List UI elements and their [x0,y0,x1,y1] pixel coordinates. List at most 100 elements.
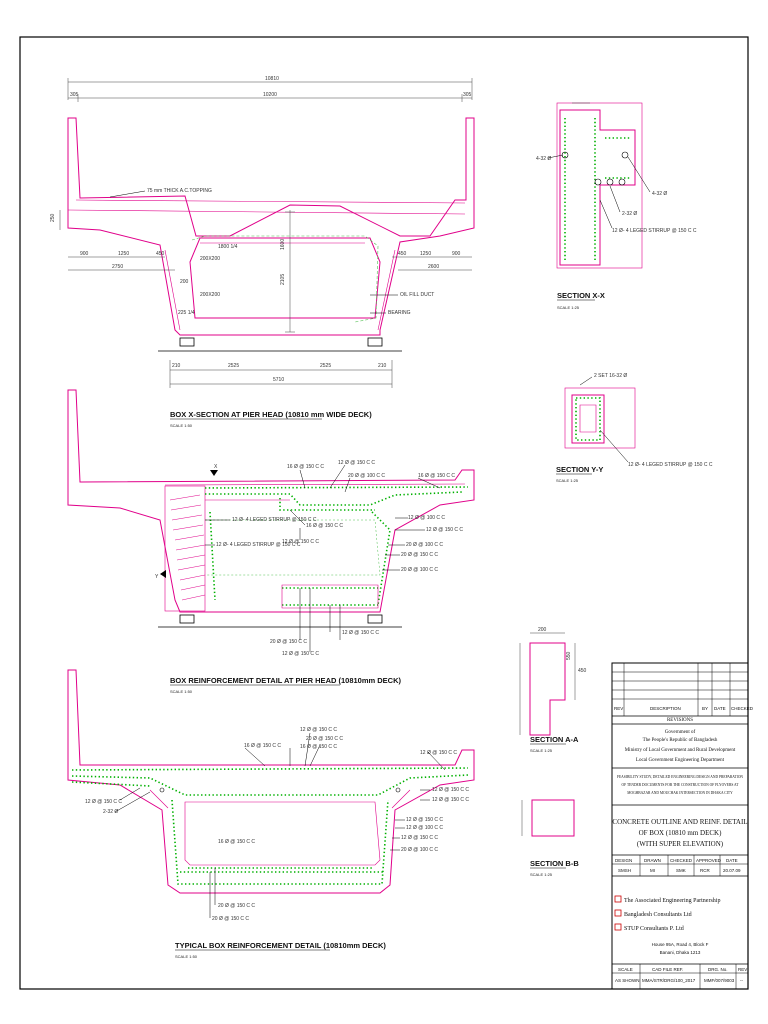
svg-text:200X200: 200X200 [200,292,220,298]
svg-text:MMA/STR/DRG/100_2017: MMA/STR/DRG/100_2017 [642,978,696,983]
svg-text:--: -- [740,978,743,983]
title-block [611,662,749,990]
section-yy-drawing [564,376,636,463]
consultant-3: STUP Consultants P. Ltd [624,926,684,932]
sheet-border [19,36,749,990]
svg-text:MI: MI [650,868,655,873]
svg-text:12 Ø- 4 LEGED STIRRUP @ 150 C: 12 Ø- 4 LEGED STIRRUP @ 150 C C [232,517,317,523]
svg-text:2600: 2600 [428,264,439,270]
svg-text:12 Ø @ 150 C C: 12 Ø @ 150 C C [432,787,469,793]
svg-text:12 Ø @ 100 C C: 12 Ø @ 100 C C [406,825,443,831]
svg-text:Local Government Engineering D: Local Government Engineering Department [636,758,725,763]
svg-text:12 Ø- 4 LEGED STIRRUP @ 150 C: 12 Ø- 4 LEGED STIRRUP @ 150 C C [628,462,713,468]
section-aa-drawing [519,632,576,736]
svg-text:OF BOX (10810 mm DECK): OF BOX (10810 mm DECK) [639,829,723,837]
section-aa-title: SECTION A-A [530,735,579,744]
typical-title: TYPICAL BOX REINFORCEMENT DETAIL (10810m… [175,941,386,950]
svg-text:MOGHBAZAR AND MOUCHAK INTERSEC: MOGHBAZAR AND MOUCHAK INTERSECTION IN DH… [627,791,733,795]
svg-text:20 Ø @ 150 C C: 20 Ø @ 150 C C [218,903,255,909]
svg-text:12 Ø @ 150 C C: 12 Ø @ 150 C C [338,460,375,466]
svg-text:12 Ø @ 150 C C: 12 Ø @ 150 C C [300,727,337,733]
svg-text:200X200: 200X200 [200,256,220,262]
svg-text:12 Ø @ 150 C C: 12 Ø @ 150 C C [401,835,438,841]
svg-text:12 Ø- 4 LEGED STIRRUP @ 150 C: 12 Ø- 4 LEGED STIRRUP @ 150 C C [216,542,301,548]
svg-text:Y: Y [155,574,159,580]
svg-text:DESCRIPTION: DESCRIPTION [650,706,681,711]
svg-text:12 Ø @ 100 C C: 12 Ø @ 100 C C [408,515,445,521]
svg-text:2525: 2525 [320,363,331,369]
typical-drawing: 12 Ø @ 150 C C 20 Ø @ 150 C C 16 Ø @ 150… [67,669,475,922]
svg-text:(WITH SUPER ELEVATION): (WITH SUPER ELEVATION) [637,840,724,848]
svg-text:5710: 5710 [273,377,284,383]
svg-text:20 Ø @ 100 C C: 20 Ø @ 100 C C [401,847,438,853]
box-section-scale: SCALE 1:50 [170,423,193,428]
svg-text:House 95A, Road 4, Block F: House 95A, Road 4, Block F [652,942,709,947]
section-bb-drawing [521,799,575,837]
svg-text:MMF/007/9003: MMF/007/9003 [704,978,735,983]
dim-edge-left: 305 [70,92,79,98]
svg-text:450: 450 [398,251,407,257]
svg-text:20 Ø @ 150 C C: 20 Ø @ 150 C C [306,736,343,742]
svg-text:2 SET 16-32 Ø: 2 SET 16-32 Ø [594,373,627,379]
note-bearing: BEARING [388,310,411,316]
section-yy-title: SECTION Y-Y [556,465,603,474]
svg-text:16 Ø @ 150 C C: 16 Ø @ 150 C C [218,839,255,845]
svg-text:CHECKED: CHECKED [670,858,693,863]
svg-text:12 Ø @ 150 C C: 12 Ø @ 150 C C [406,817,443,823]
section-xx-title: SECTION X-X [557,291,605,300]
svg-text:12 Ø @ 150 C C: 12 Ø @ 150 C C [420,750,457,756]
svg-text:RCR: RCR [700,868,710,873]
section-bb-title: SECTION B-B [530,859,579,868]
svg-text:SMK: SMK [676,868,686,873]
svg-text:20 Ø @ 150 C C: 20 Ø @ 150 C C [401,552,438,558]
svg-text:1600: 1600 [280,239,286,250]
reinf-pier-title: BOX REINFORCEMENT DETAIL AT PIER HEAD (1… [170,676,402,685]
svg-text:12 Ø @ 150 C C: 12 Ø @ 150 C C [282,539,319,545]
svg-text:12 Ø- 4 LEGED STIRRUP @ 150 C: 12 Ø- 4 LEGED STIRRUP @ 150 C C [612,228,697,234]
consultant-2: Bangladesh Consultants Ltd [624,912,692,918]
svg-text:SMSH: SMSH [618,868,631,873]
svg-text:20 Ø @ 100 C C: 20 Ø @ 100 C C [406,542,443,548]
reinf-pier-drawing: X Y 16 Ø @ 150 C C 12 Ø @ 150 C C 20 Ø @… [67,389,475,657]
svg-text:200: 200 [180,279,189,285]
svg-text:X: X [214,464,218,470]
section-aa-scale: SCALE 1:25 [530,748,553,753]
svg-text:200: 200 [538,627,547,633]
section-xx-drawing [547,102,651,269]
dim-edge-right: 305 [463,92,472,98]
svg-text:1250: 1250 [118,251,129,257]
svg-text:AS SHOWN: AS SHOWN [615,978,640,983]
svg-text:16 Ø @ 150 C C: 16 Ø @ 150 C C [300,744,337,750]
svg-text:450: 450 [578,668,587,674]
svg-text:4-32 Ø: 4-32 Ø [536,156,551,162]
svg-text:225 1/4: 225 1/4 [178,310,195,316]
svg-text:12 Ø @ 150 C C: 12 Ø @ 150 C C [432,797,469,803]
revisions-label: REVISIONS [667,718,693,723]
svg-text:900: 900 [80,251,89,257]
svg-text:1250: 1250 [420,251,431,257]
svg-text:20 Ø @ 150 C C: 20 Ø @ 150 C C [270,639,307,645]
section-bb-scale: SCALE 1:25 [530,872,553,877]
svg-text:REV: REV [738,967,747,972]
svg-text:OF TENDER DOCUMENTS FOR THE CO: OF TENDER DOCUMENTS FOR THE CONSTRUCTION… [622,783,740,787]
svg-text:CHECKED: CHECKED [731,706,754,711]
svg-text:The People's Republic of Bangl: The People's Republic of Bangladesh [643,738,718,743]
svg-text:20 Ø @ 100 C C: 20 Ø @ 100 C C [401,567,438,573]
svg-text:2525: 2525 [228,363,239,369]
svg-text:2-32 Ø: 2-32 Ø [622,211,637,217]
drawing-title: CONCRETE OUTLINE AND REINF. DETAIL [612,818,747,826]
svg-text:CAD FILE REF.: CAD FILE REF. [652,967,683,972]
section-xx-scale: SCALE 1:25 [557,305,580,310]
note-duct: OIL FILL DUCT [400,292,434,298]
svg-text:SCALE: SCALE [618,967,633,972]
svg-text:16 Ø @ 150 C C: 16 Ø @ 150 C C [244,743,281,749]
svg-text:450: 450 [156,251,165,257]
svg-text:4-32 Ø: 4-32 Ø [652,191,667,197]
svg-text:210: 210 [172,363,181,369]
svg-text:2105: 2105 [280,274,286,285]
box-section-drawing: 10810 305 10200 305 1600 2105 250 75 mm … [50,76,475,388]
svg-text:Banani, Dhaka 1213: Banani, Dhaka 1213 [660,950,701,955]
svg-text:12 Ø @ 150 C C: 12 Ø @ 150 C C [342,630,379,636]
svg-text:16 Ø @ 150 C C: 16 Ø @ 150 C C [306,523,343,529]
